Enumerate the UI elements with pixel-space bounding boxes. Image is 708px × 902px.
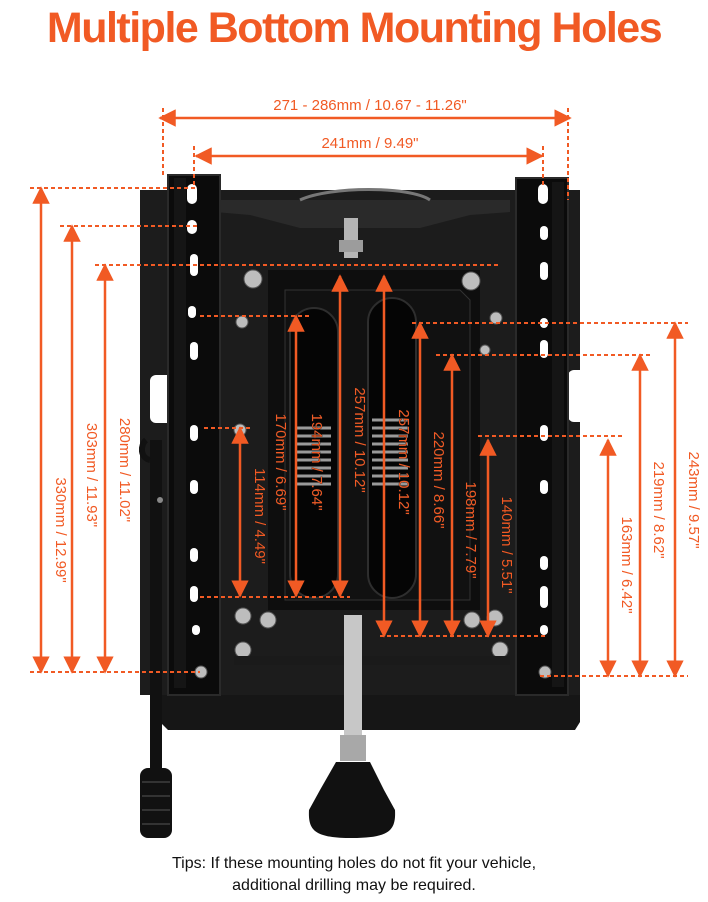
dim-220: 220mm / 8.66" [430,431,447,528]
dim-170: 170mm / 6.69" [272,413,289,510]
dim-198: 198mm / 7.79" [462,481,479,578]
dimension-lines [32,109,684,678]
tips-line-1: Tips: If these mounting holes do not fit… [171,855,537,872]
mounting-bracket-image [138,174,590,838]
tips-line-2: additional drilling may be required. [232,877,476,894]
dim-140: 140mm / 5.51" [498,496,515,593]
dim-114: 114mm / 4.49" [251,468,268,564]
dim-257-left: 257mm / 10.12" [351,387,368,492]
dim-163: 163mm / 6.42" [618,516,635,613]
dim-280: 280mm / 11.02" [116,418,133,522]
dim-219: 219mm / 8.62" [650,461,667,558]
dim-330: 330mm / 12.99" [52,477,69,582]
page-title: Multiple Bottom Mounting Holes [46,4,663,52]
dim-303: 303mm / 11.93" [83,423,100,527]
dim-outer-width: 271 - 286mm / 10.67 - 11.26" [273,97,467,114]
extension-lines [30,108,688,677]
dim-257-right: 257mm / 10.12" [395,409,412,514]
dim-inner-width: 241mm / 9.49" [321,135,418,152]
tips-note: Tips: If these mounting holes do not fit… [0,853,708,897]
dim-243: 243mm / 9.57" [685,451,702,548]
dim-194: 194mm / 7.64" [308,413,325,510]
